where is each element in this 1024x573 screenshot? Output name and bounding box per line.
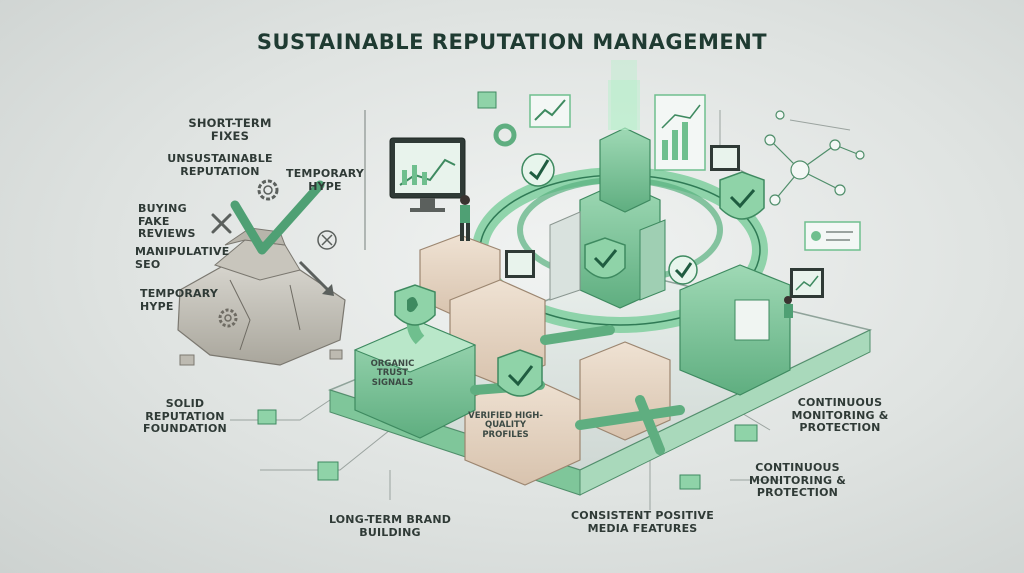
label-temporary-hype-1: TEMPORARY HYPE — [286, 167, 364, 193]
check-badge-icon — [521, 153, 555, 187]
label-organic: ORGANIC TRUST SIGNALS — [370, 359, 415, 388]
tablet-icon — [710, 145, 740, 171]
check-icon — [230, 180, 325, 255]
label-long-term-brand: LONG-TERM BRAND BUILDING — [328, 513, 452, 539]
label-verified: VERIFIED HIGH-QUALITY PROFILES — [468, 411, 543, 440]
side-tower — [679, 264, 791, 396]
network-icon — [764, 110, 865, 206]
monitor-icon — [389, 137, 466, 212]
monitor-icon — [790, 268, 824, 298]
label-monitoring-2: CONTINUOUS MONITORING & PROTECTION — [748, 461, 847, 500]
person-icon — [460, 195, 470, 241]
shield-icon — [584, 237, 626, 279]
check-badge-icon — [668, 255, 698, 285]
label-media-features: CONSISTENT POSITIVE MEDIA FEATURES — [571, 509, 714, 535]
green-box — [353, 321, 477, 439]
page-title: SUSTAINABLE REPUTATION MANAGEMENT — [256, 30, 768, 54]
label-fake-reviews: BUYING FAKE REVIEWS — [138, 202, 196, 241]
label-solid-foundation: SOLID REPUTATION FOUNDATION — [143, 397, 227, 436]
shield-icon — [719, 171, 765, 220]
label-monitoring-1: CONTINUOUS MONITORING & PROTECTION — [791, 396, 889, 435]
shield-icon — [394, 284, 436, 326]
person-icon — [784, 296, 793, 318]
arrow-down-icon — [298, 260, 334, 296]
gear-icon — [218, 179, 279, 328]
short-term-heading: SHORT-TERM FIXES — [188, 116, 272, 144]
light-beam — [611, 60, 637, 130]
profile-card-icon — [804, 221, 861, 251]
x-circle-icon — [317, 230, 337, 250]
app-icon — [477, 91, 497, 109]
panel-icon — [505, 250, 535, 278]
label-unsustainable: UNSUSTAINABLE REPUTATION — [167, 152, 273, 178]
pie-chart-icon — [493, 123, 517, 147]
chip-icon — [257, 409, 758, 490]
label-manipulative-seo: MANIPULATIVE SEO — [135, 245, 230, 271]
chart-icon — [529, 94, 571, 128]
shield-icon — [497, 349, 543, 397]
label-temporary-hype-2: TEMPORARY HYPE — [140, 287, 218, 313]
cracked-stones — [177, 227, 346, 366]
x-mark-icon — [211, 213, 232, 234]
chart-icon — [654, 94, 706, 171]
